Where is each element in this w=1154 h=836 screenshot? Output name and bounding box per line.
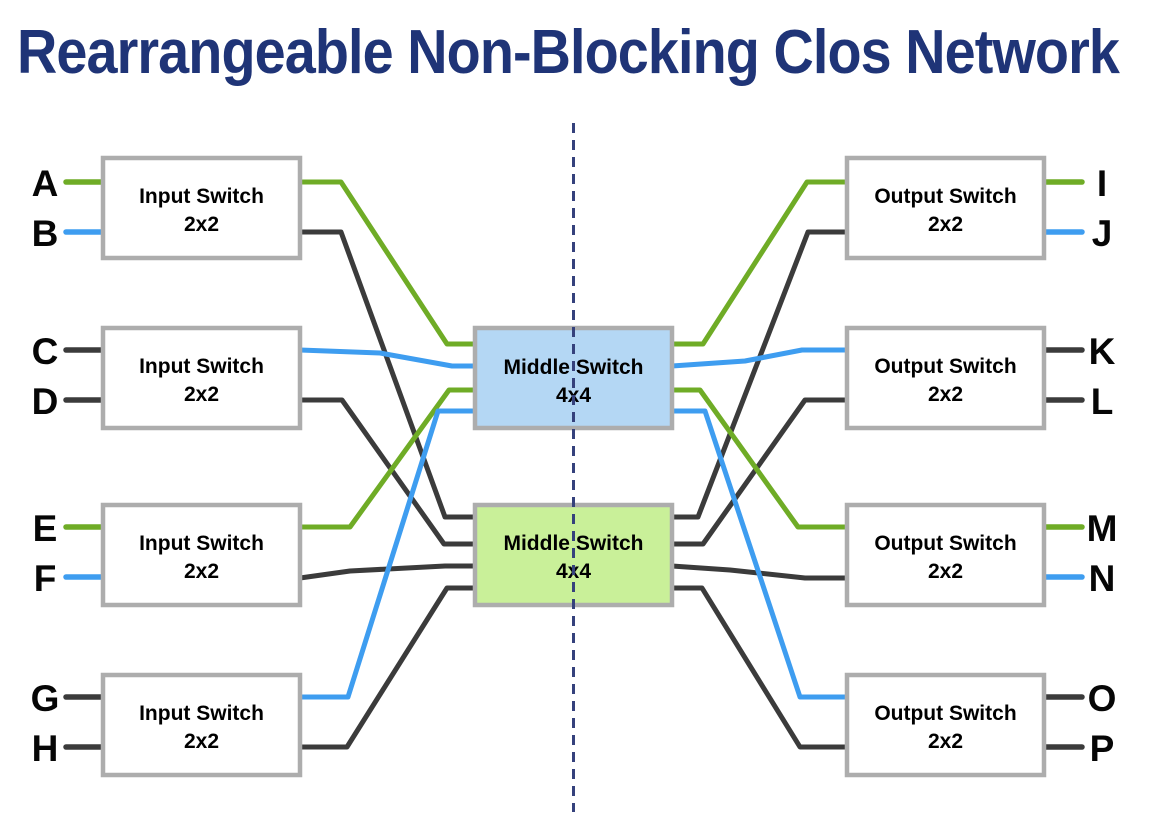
wire-is4-ms1 (297, 408, 478, 700)
output-switch-3: Output Switch 2x2 (844, 502, 1047, 608)
input-switch-2-box (100, 325, 303, 431)
output-stubs (1040, 179, 1085, 750)
wire-is2-ms1 (297, 347, 478, 369)
terminal-label-l: L (1091, 381, 1114, 422)
switch-size: 2x2 (928, 560, 963, 583)
blue-wires (297, 347, 850, 700)
dark-wires (297, 229, 850, 750)
switch-size: 2x2 (184, 730, 219, 753)
switch-label: Input Switch (139, 355, 264, 378)
output-switch-3-box (844, 502, 1047, 608)
switch-label: Input Switch (139, 185, 264, 208)
wire-ms1-os3 (669, 387, 850, 530)
switch-size: 2x2 (928, 383, 963, 406)
wire-ms2-os3 (669, 563, 850, 581)
terminal-label-i: I (1097, 163, 1107, 204)
switch-label: Input Switch (139, 702, 264, 725)
switch-label: Output Switch (874, 532, 1016, 555)
switch-label: Output Switch (874, 702, 1016, 725)
terminal-label-f: F (34, 558, 57, 599)
terminal-label-m: M (1087, 508, 1118, 549)
terminal-label-c: C (32, 331, 59, 372)
input-terminal-labels: A B C D E F G H (31, 163, 60, 769)
switch-size: 2x2 (184, 213, 219, 236)
output-switch-2: Output Switch 2x2 (844, 325, 1047, 431)
input-switch-3: Input Switch 2x2 (100, 502, 303, 608)
terminal-label-b: B (32, 213, 59, 254)
input-switch-4-box (100, 672, 303, 778)
wire-is3-ms2 (297, 563, 478, 581)
terminal-label-k: K (1089, 331, 1116, 372)
input-switch-3-box (100, 502, 303, 608)
switch-label: Input Switch (139, 532, 264, 555)
wire-ms2-os2 (669, 397, 850, 547)
output-switch-1-box (844, 155, 1047, 261)
output-switch-2-box (844, 325, 1047, 431)
input-switch-2: Input Switch 2x2 (100, 325, 303, 431)
input-switch-4: Input Switch 2x2 (100, 672, 303, 778)
wire-ms1-os4 (669, 408, 850, 700)
output-switch-4-box (844, 672, 1047, 778)
switch-size: 2x2 (184, 560, 219, 583)
wire-is2-ms2 (297, 397, 478, 547)
wire-is3-ms1 (297, 387, 478, 530)
wire-is1-ms1 (297, 179, 478, 347)
output-terminal-labels: I J K L M N O P (1087, 163, 1118, 769)
page-title: Rearrangeable Non-Blocking Clos Network (17, 18, 1120, 87)
terminal-label-e: E (33, 508, 58, 549)
wire-ms2-os1 (669, 229, 850, 520)
input-stubs (63, 179, 107, 750)
terminal-label-p: P (1090, 728, 1115, 769)
switch-label: Output Switch (874, 355, 1016, 378)
input-switch-1-box (100, 155, 303, 261)
terminal-label-g: G (31, 678, 60, 719)
wire-is1-ms2 (297, 229, 478, 520)
green-wires (297, 179, 850, 530)
terminal-label-o: O (1088, 678, 1117, 719)
switch-size: 2x2 (928, 730, 963, 753)
terminal-label-j: J (1092, 213, 1113, 254)
wire-ms1-os2 (669, 347, 850, 369)
terminal-label-h: H (32, 728, 59, 769)
wire-ms2-os4 (669, 585, 850, 750)
wire-is4-ms2 (297, 585, 478, 750)
switch-size: 2x2 (928, 213, 963, 236)
wire-ms1-os1 (669, 179, 850, 347)
terminal-label-d: D (32, 381, 59, 422)
switch-size: 2x2 (184, 383, 219, 406)
switch-label: Middle Switch (503, 532, 643, 555)
output-switch-4: Output Switch 2x2 (844, 672, 1047, 778)
terminal-label-n: N (1089, 558, 1116, 599)
output-switch-1: Output Switch 2x2 (844, 155, 1047, 261)
input-switch-1: Input Switch 2x2 (100, 155, 303, 261)
switch-label: Output Switch (874, 185, 1016, 208)
terminal-label-a: A (32, 163, 59, 204)
